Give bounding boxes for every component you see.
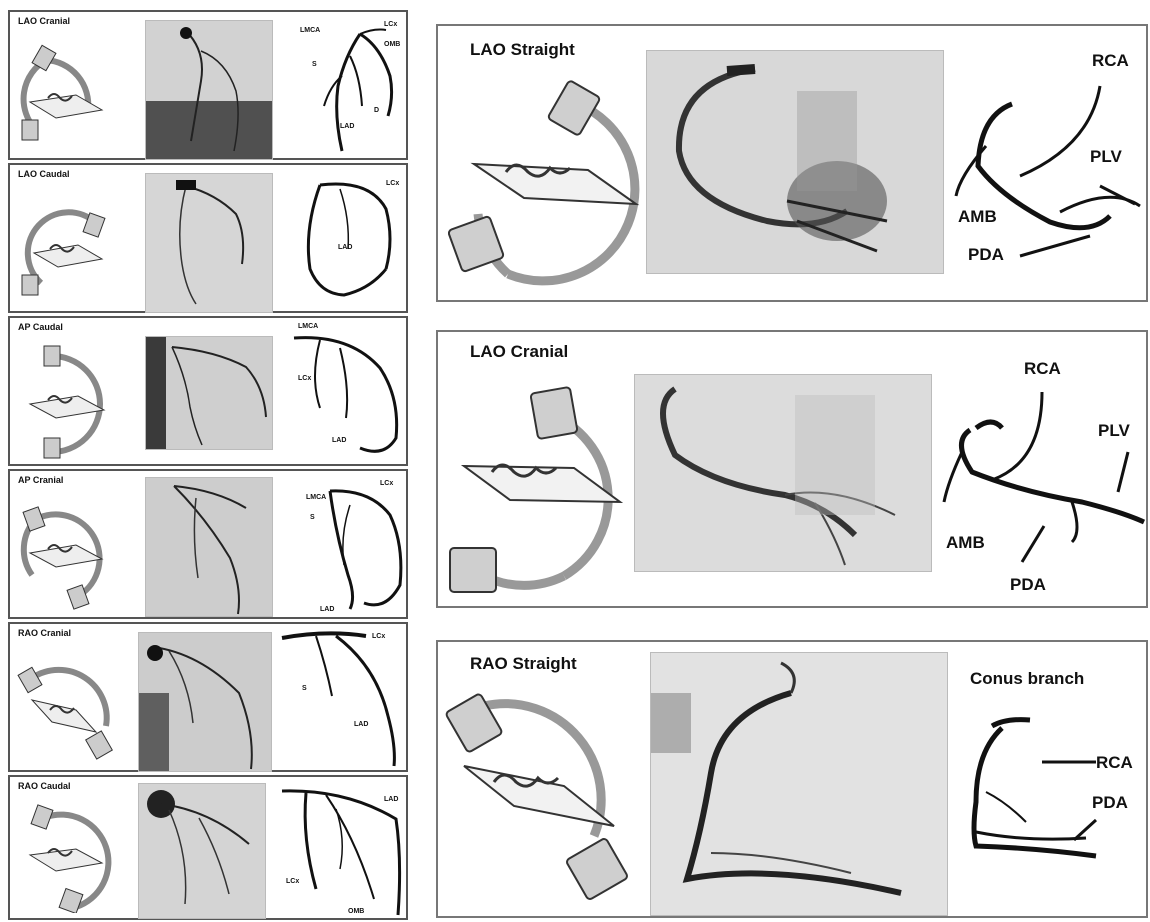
right-panel-lao-cranial: LAO Cranial RCA PLV xyxy=(436,330,1148,608)
angiogram-image xyxy=(145,20,273,160)
label-rca: RCA xyxy=(1092,51,1129,70)
label-pda: PDA xyxy=(968,245,1004,264)
c-arm-gantry-icon xyxy=(444,376,640,606)
label-s: S xyxy=(302,685,307,692)
label-lmca: LMCA xyxy=(300,27,320,34)
left-panel-ap-cranial: AP Cranial LMCA LCx S LAD xyxy=(8,469,408,619)
c-arm-gantry-icon xyxy=(16,340,116,460)
c-arm-gantry-icon xyxy=(444,686,640,916)
label-lad: LAD xyxy=(332,437,346,444)
label-omb: OMB xyxy=(384,41,400,48)
angiogram-image xyxy=(646,50,944,274)
left-panel-lao-caudal: LAO Caudal LCx LAD xyxy=(8,163,408,313)
panel-title: AP Cranial xyxy=(18,475,63,485)
label-lad: LAD xyxy=(354,721,368,728)
label-lmca: LMCA xyxy=(306,494,326,501)
label-d: D xyxy=(374,107,379,114)
label-amb: AMB xyxy=(946,533,985,552)
angiogram-image xyxy=(145,477,273,617)
label-plv: PLV xyxy=(1098,421,1130,440)
label-amb: AMB xyxy=(958,207,997,226)
panel-title: LAO Caudal xyxy=(18,169,70,179)
label-omb: OMB xyxy=(348,908,364,915)
left-panel-ap-caudal: AP Caudal LMCA LCx LAD xyxy=(8,316,408,466)
vessel-diagram: Conus branch RCA PDA xyxy=(946,642,1146,914)
label-lcx: LCx xyxy=(380,480,393,487)
c-arm-gantry-icon xyxy=(16,40,116,150)
label-s: S xyxy=(310,514,315,521)
vessel-diagram: LCx LAD xyxy=(290,169,406,311)
label-lad: LAD xyxy=(340,123,354,130)
vessel-diagram: RCA PLV AMB PDA xyxy=(932,332,1146,604)
angiogram-image xyxy=(634,374,932,572)
label-lcx: LCx xyxy=(298,375,311,382)
c-arm-gantry-icon xyxy=(16,495,116,611)
c-arm-gantry-icon xyxy=(16,648,116,764)
panel-title: RAO Caudal xyxy=(18,781,71,791)
angiogram-image xyxy=(138,632,272,772)
label-lcx: LCx xyxy=(372,633,385,640)
c-arm-gantry-icon xyxy=(16,797,116,913)
label-rca: RCA xyxy=(1024,359,1061,378)
label-lcx: LCx xyxy=(286,878,299,885)
label-lad: LAD xyxy=(338,244,352,251)
label-lad: LAD xyxy=(384,796,398,803)
panel-title: LAO Straight xyxy=(470,40,575,60)
vessel-diagram: LCx S LAD xyxy=(276,626,406,772)
panel-title: RAO Cranial xyxy=(18,628,71,638)
label-lad: LAD xyxy=(320,606,334,613)
right-panel-lao-straight: LAO Straight RCA PLV xyxy=(436,24,1148,302)
left-panel-rao-cranial: RAO Cranial LCx S LAD xyxy=(8,622,408,772)
panel-title: AP Caudal xyxy=(18,322,63,332)
label-rca: RCA xyxy=(1096,753,1133,772)
angiogram-image xyxy=(145,173,273,313)
label-lmca: LMCA xyxy=(298,323,318,330)
panel-title: LAO Cranial xyxy=(18,16,70,26)
vessel-diagram: LMCA LCx S LAD xyxy=(290,475,406,617)
angiogram-image xyxy=(145,336,273,450)
vessel-diagram: LMCA LCx LAD xyxy=(280,318,406,464)
label-s: S xyxy=(312,61,317,68)
right-panel-rao-straight: RAO Straight Conus branch RCA xyxy=(436,640,1148,918)
left-panel-lao-cranial: LAO Cranial LMCA LCx OMB xyxy=(8,10,408,160)
angiogram-image xyxy=(650,652,948,916)
label-lcx: LCx xyxy=(386,180,399,187)
label-plv: PLV xyxy=(1090,147,1122,166)
vessel-diagram: RCA PLV AMB PDA xyxy=(940,26,1146,298)
vessel-diagram: LMCA LCx OMB S D LAD xyxy=(290,16,406,158)
c-arm-gantry-icon xyxy=(16,193,116,303)
label-conus-branch: Conus branch xyxy=(970,669,1084,688)
label-pda: PDA xyxy=(1092,793,1128,812)
panel-title: RAO Straight xyxy=(470,654,577,674)
label-pda: PDA xyxy=(1010,575,1046,594)
left-panel-rao-caudal: RAO Caudal LAD LCx OMB xyxy=(8,775,408,920)
c-arm-gantry-icon xyxy=(448,74,648,294)
label-lcx: LCx xyxy=(384,21,397,28)
angiogram-image xyxy=(138,783,266,919)
panel-title: LAO Cranial xyxy=(470,342,568,362)
vessel-diagram: LAD LCx OMB xyxy=(276,779,406,919)
